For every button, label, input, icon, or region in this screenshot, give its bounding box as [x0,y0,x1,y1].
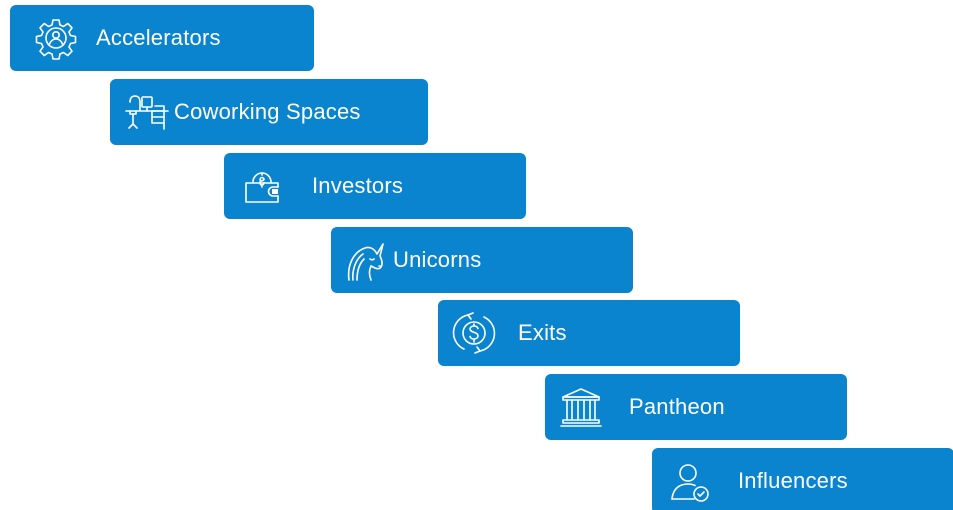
step-coworking-spaces[interactable]: Coworking Spaces [110,79,428,145]
unicorn-icon [339,234,391,286]
step-investors[interactable]: Investors [224,153,526,219]
step-accelerators[interactable]: Accelerators [10,5,314,71]
person-badge-icon [664,455,716,507]
dollar-cycle-icon [448,307,500,359]
step-label: Investors [312,173,404,198]
step-influencers[interactable]: Influencers [652,448,953,510]
step-unicorns[interactable]: Unicorns [331,227,633,293]
step-label: Influencers [738,468,848,493]
wallet-coin-icon [236,160,288,212]
step-exits[interactable]: Exits [438,300,740,366]
step-label: Exits [518,320,567,345]
step-label: Pantheon [629,394,725,419]
step-label: Coworking Spaces [174,99,361,124]
gear-person-icon [30,12,82,64]
step-label: Unicorns [393,247,482,272]
step-pantheon[interactable]: Pantheon [545,374,847,440]
step-label: Accelerators [96,25,221,50]
pantheon-building-icon [555,381,607,433]
desk-workspace-icon [120,86,172,138]
